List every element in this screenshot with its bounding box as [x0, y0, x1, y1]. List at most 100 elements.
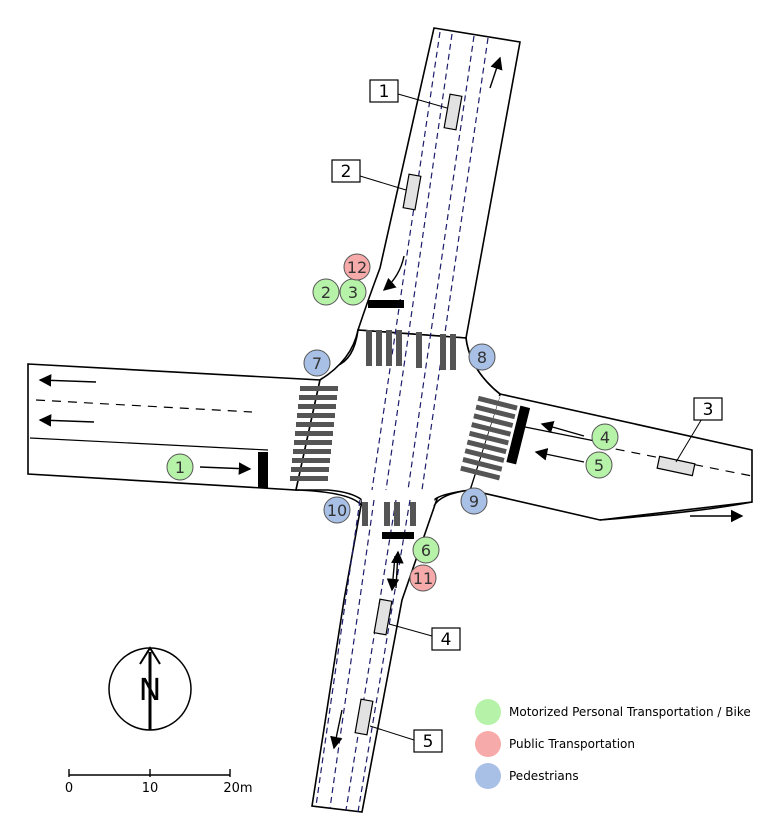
svg-text:7: 7: [312, 354, 322, 373]
legend-swatch-pedestrian: [475, 763, 501, 789]
legend: Motorized Personal Transportation / Bike…: [475, 699, 751, 789]
signal-circle: [460, 487, 488, 515]
detector-rect-4: [373, 598, 393, 636]
east-lane-divider: [599, 445, 753, 477]
signal-circle: [303, 349, 331, 377]
svg-text:Motorized Personal Transportat: Motorized Personal Transportation / Bike: [509, 705, 751, 719]
detector-label-5: 5: [413, 729, 443, 753]
svg-text:4: 4: [441, 630, 452, 650]
lane-markings: [29, 399, 753, 477]
legend-swatch-vehicle: [475, 699, 501, 725]
svg-text:1: 1: [175, 458, 185, 477]
west-lane-divider: [35, 399, 253, 413]
signal-vehicle-1: 1: [166, 453, 194, 481]
detector-label-3: 3: [693, 397, 723, 421]
road-network: [27, 27, 753, 813]
tram-track-c: [407, 35, 475, 491]
tram-track-a: [371, 31, 441, 491]
signal-pedestrian-8: 8: [468, 343, 496, 371]
stop-line-north: [368, 300, 404, 308]
signal-circle: [312, 278, 340, 306]
signal-public-11: 11: [409, 564, 437, 592]
arrow-east-in-2: [534, 448, 585, 463]
stop-line-west: [258, 452, 268, 488]
legend-item-public: Public Transportation: [475, 731, 635, 757]
svg-text:Pedestrians: Pedestrians: [509, 769, 579, 783]
detector-label-4: 4: [431, 627, 461, 651]
arrow-south-out: [330, 709, 343, 750]
signal-vehicle-5: 5: [585, 451, 613, 479]
arrow-south-tram-2: [391, 550, 404, 589]
signals: 1 2 3 4 5 6 7 8: [166, 253, 619, 592]
direction-arrows: [38, 56, 744, 750]
detector-label-2: 2: [331, 159, 361, 183]
legend-item-vehicle: Motorized Personal Transportation / Bike: [475, 699, 751, 725]
crosswalk-west: [290, 386, 338, 481]
detectors: [354, 93, 707, 741]
west-solid-divider: [29, 437, 269, 451]
signal-circle: [323, 496, 351, 524]
signal-public-12: 12: [343, 253, 371, 281]
tram-track-e: [315, 499, 361, 807]
svg-text:8: 8: [477, 348, 487, 367]
svg-text:3: 3: [703, 400, 714, 420]
signal-circle: [585, 451, 613, 479]
detector-rect-1: [443, 93, 463, 131]
leader-line-2: [359, 175, 407, 191]
svg-text:5: 5: [594, 456, 604, 475]
svg-text:1: 1: [379, 82, 390, 102]
svg-text:3: 3: [348, 283, 358, 302]
arrow-north-in: [382, 255, 405, 291]
tram-track-d: [421, 37, 489, 491]
leader-line-5: [369, 725, 415, 741]
leader-line-4: [388, 623, 433, 637]
svg-text:2: 2: [341, 162, 352, 182]
arrow-east-in-1: [540, 421, 585, 437]
detector-label-1: 1: [369, 79, 399, 103]
scale-tick-10: 10: [142, 781, 159, 796]
tram-track-g: [345, 499, 397, 811]
arrow-west-out-1: [38, 374, 97, 387]
scale-bar: 0 10 20m: [65, 769, 253, 796]
east-lower-edge: [599, 501, 753, 521]
crosswalk-south: [362, 502, 416, 526]
legend-swatch-public: [475, 731, 501, 757]
tram-track-f: [329, 499, 375, 809]
stop-line-south: [382, 532, 414, 539]
tram-track-b: [385, 33, 453, 491]
scale-tick-20: 20m: [223, 781, 252, 796]
svg-text:4: 4: [600, 428, 610, 447]
detector-rect-2: [402, 173, 422, 211]
svg-text:2: 2: [321, 283, 331, 302]
stop-lines: [258, 300, 531, 539]
svg-text:5: 5: [423, 732, 434, 752]
signal-circle: [166, 453, 194, 481]
crosswalk-east: [460, 395, 518, 481]
leader-line-1: [397, 93, 448, 109]
arrow-west-in: [199, 462, 252, 475]
signal-pedestrian-9: 9: [460, 487, 488, 515]
detector-labels: 1 2 3 4 5: [331, 79, 723, 753]
svg-text:6: 6: [421, 541, 431, 560]
stop-line-east: [506, 405, 531, 465]
arrow-west-out-2: [38, 414, 95, 427]
signal-circle: [468, 343, 496, 371]
legend-item-pedestrian: Pedestrians: [475, 763, 579, 789]
signal-circle: [591, 423, 619, 451]
signal-vehicle-3: 3: [339, 278, 367, 306]
svg-text:11: 11: [413, 569, 433, 588]
signal-circle: [343, 253, 371, 281]
east-solid-divider: [519, 425, 601, 443]
south-join-fill: [360, 470, 436, 505]
signal-vehicle-6: 6: [412, 536, 440, 564]
svg-text:10: 10: [327, 501, 347, 520]
svg-text:9: 9: [469, 492, 479, 511]
detector-rect-5: [354, 698, 374, 736]
signal-circle: [412, 536, 440, 564]
north-label: N: [139, 673, 161, 708]
signal-pedestrian-7: 7: [303, 349, 331, 377]
north-arrow: N: [108, 646, 192, 731]
scale-tick-0: 0: [65, 781, 73, 796]
intersection-fill: [300, 370, 500, 488]
